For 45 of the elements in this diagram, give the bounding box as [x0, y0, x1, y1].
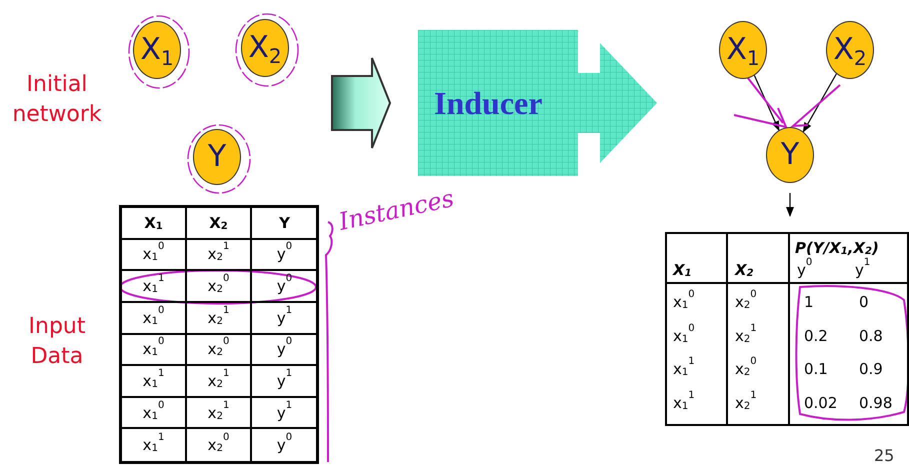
table-cell: y$^{0}$	[252, 240, 317, 272]
arrow	[786, 193, 794, 217]
table-cell-text: 1	[804, 292, 815, 313]
table-cell-text: 0.02	[804, 392, 838, 414]
table-cell-text: y$^{1}$	[855, 258, 872, 281]
node-label: X$_{1}$	[726, 35, 760, 65]
node-label: X$_{2}$	[833, 35, 867, 65]
table-cell: X$_{1}$	[122, 208, 187, 240]
table-cell-text: 0	[859, 292, 870, 313]
node-label: X$_{1}$	[140, 35, 174, 65]
table-cell-text: 0.8	[859, 326, 884, 346]
table-cell: y$^{1}$	[252, 366, 317, 398]
variable-node	[193, 129, 241, 185]
variable-node	[241, 19, 289, 77]
table-cell: y$^{0}$	[252, 334, 317, 366]
variable-node	[826, 21, 874, 79]
block-arrow	[331, 57, 392, 149]
node-label: Inducer	[434, 85, 542, 121]
variable-node	[133, 21, 181, 79]
arrow	[802, 74, 837, 133]
table-cell: Y	[252, 208, 317, 240]
table-cell-text: X$_{1}$	[673, 260, 693, 281]
table-cell: y$^{1}$	[252, 398, 317, 430]
probability-table	[665, 232, 909, 426]
node-label: Y	[780, 140, 800, 170]
section-label: Input Data	[28, 313, 86, 371]
table-cell-text: 0.98	[859, 392, 894, 414]
table-cell: y$^{1}$	[252, 302, 317, 334]
variable-node	[719, 21, 767, 79]
variable-node	[766, 127, 814, 183]
arrow	[754, 75, 780, 132]
section-label: Initial network	[11, 71, 103, 129]
node-label: X$_{2}$	[248, 33, 282, 63]
table-cell-text: 0.9	[859, 359, 884, 380]
page-number: 25	[874, 446, 894, 465]
table-cell-text: X$_{2}$	[735, 260, 755, 281]
table-cell-text: y$^{0}$	[797, 258, 814, 281]
table-cell-text: y$^{0}$	[276, 431, 294, 456]
node-label: Y	[208, 142, 226, 172]
table-cell-text: 0.1	[804, 359, 829, 380]
handwritten-note: Instances	[336, 184, 456, 236]
table-cell: X$_{2}$	[187, 208, 252, 240]
table-cell-text: 0.2	[804, 326, 829, 346]
table-cell-text: P(Y/X$_{1}$,X$_{2}$)	[795, 238, 880, 258]
table-cell: y$^{0}$	[252, 271, 317, 303]
